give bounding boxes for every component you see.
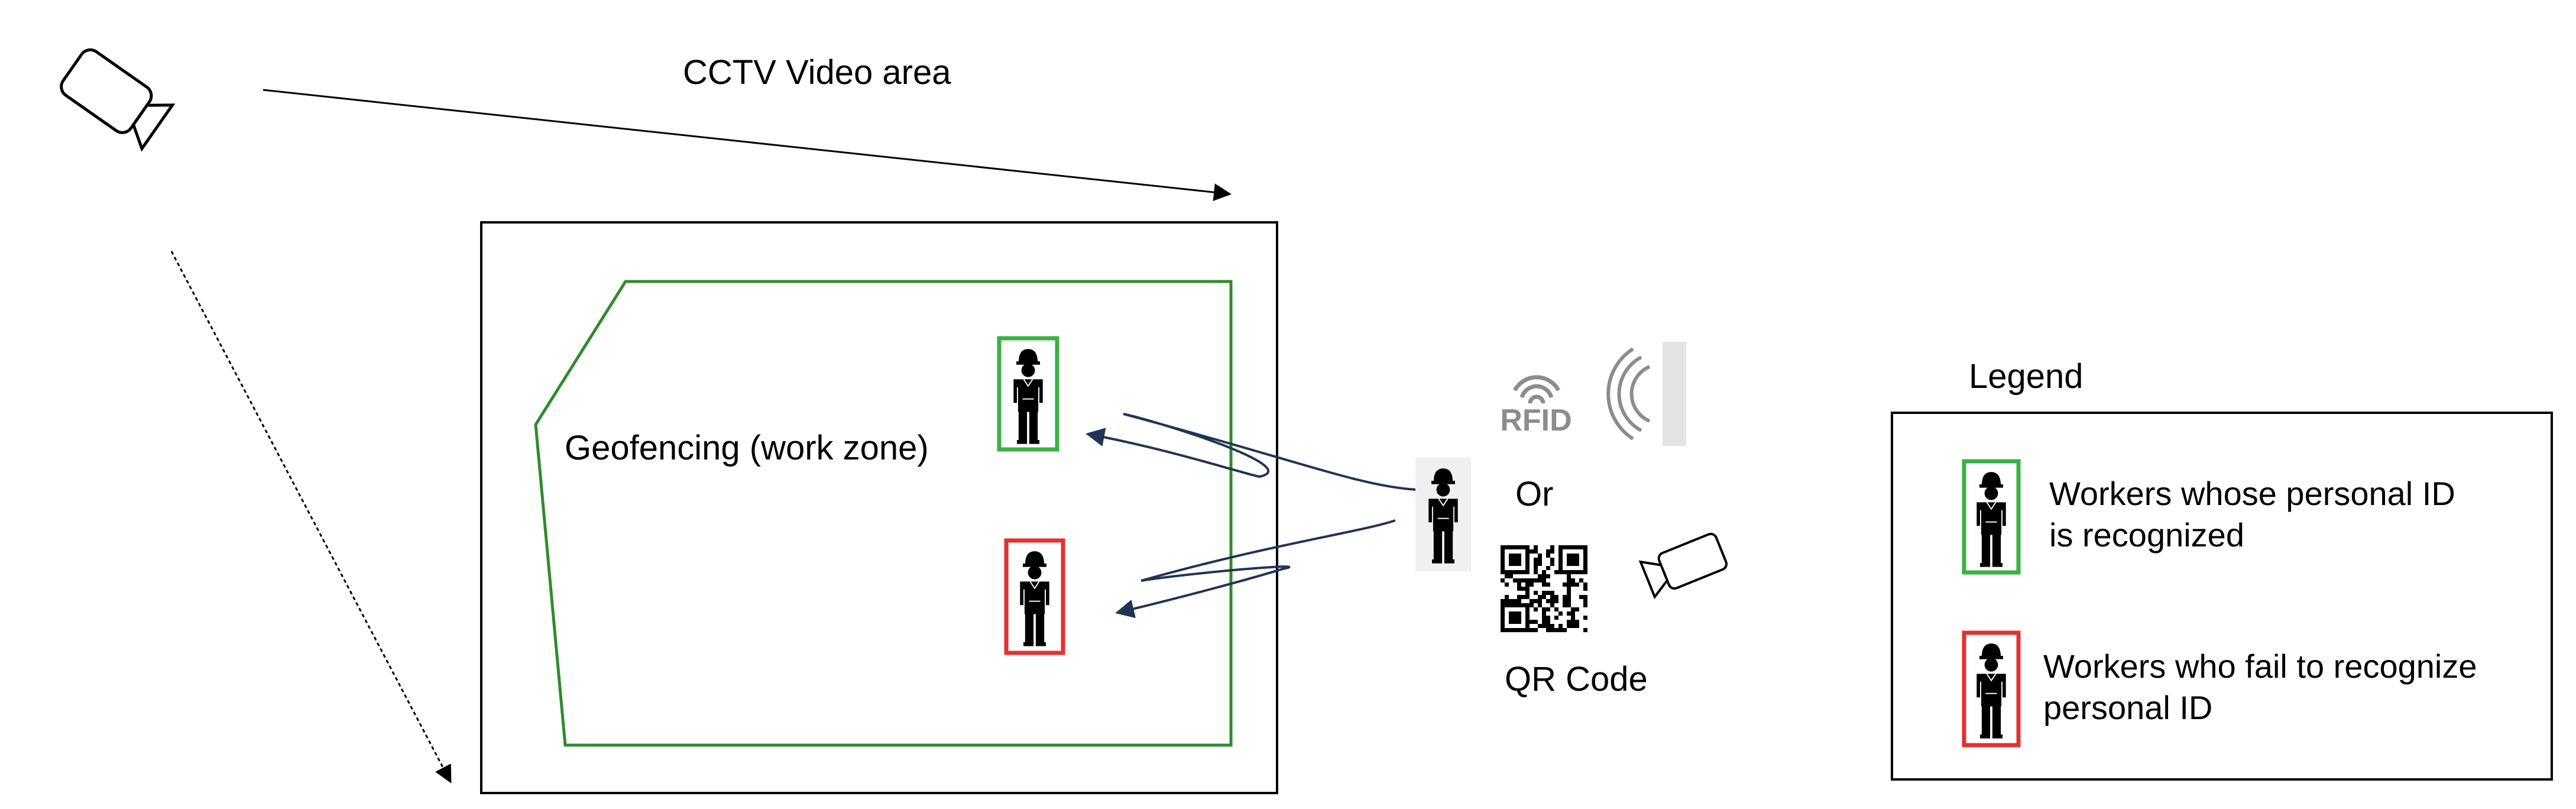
camera-icon — [1638, 532, 1728, 600]
failed-bounding-box — [1004, 538, 1065, 655]
worker-icon — [1019, 551, 1050, 647]
legend-failed-label-2: personal ID — [2043, 689, 2212, 726]
legend-item-failed: Workers who fail to recognize personal I… — [1962, 630, 2477, 747]
cctv-camera-icon — [60, 48, 176, 152]
worker-failed — [1004, 538, 1065, 655]
geofence-label: Geofencing (work zone) — [565, 429, 929, 467]
qr-code-label: QR Code — [1505, 660, 1648, 698]
or-label: Or — [1515, 475, 1553, 513]
checkpoint-worker — [1415, 458, 1471, 571]
rfid-icon: RFID — [1500, 375, 1572, 438]
geofence-zone — [534, 280, 1233, 747]
camera-coverage-line-top — [263, 89, 1232, 202]
arrow-to-failed-worker — [1115, 519, 1396, 619]
camera-coverage-line-bottom — [170, 251, 452, 784]
legend-title: Legend — [1969, 357, 2084, 396]
recognized-bounding-box — [997, 336, 1059, 452]
rfid-label: RFID — [1500, 403, 1571, 438]
worker-recognized — [997, 336, 1059, 452]
arrow-to-recognized-worker — [1086, 413, 1417, 491]
nfc-reader-icon — [1606, 342, 1686, 446]
legend-recognized-label-1: Workers whose personal ID — [2049, 475, 2455, 512]
worker-icon — [1976, 643, 2007, 739]
worker-icon — [1976, 471, 2007, 568]
legend-box — [1891, 412, 2553, 781]
legend-item-recognized: Workers whose personal ID is recognized — [1962, 459, 2455, 575]
legend-recognized-swatch — [1962, 459, 2021, 575]
cctv-area-label: CCTV Video area — [683, 53, 951, 92]
legend-recognized-label-2: is recognized — [2049, 516, 2244, 554]
qr-code-icon — [1501, 545, 1587, 632]
worker-icon — [1013, 348, 1044, 445]
legend-failed-swatch — [1962, 630, 2021, 747]
legend-failed-label-1: Workers who fail to recognize — [2043, 648, 2477, 685]
cctv-video-area-box — [480, 221, 1278, 794]
